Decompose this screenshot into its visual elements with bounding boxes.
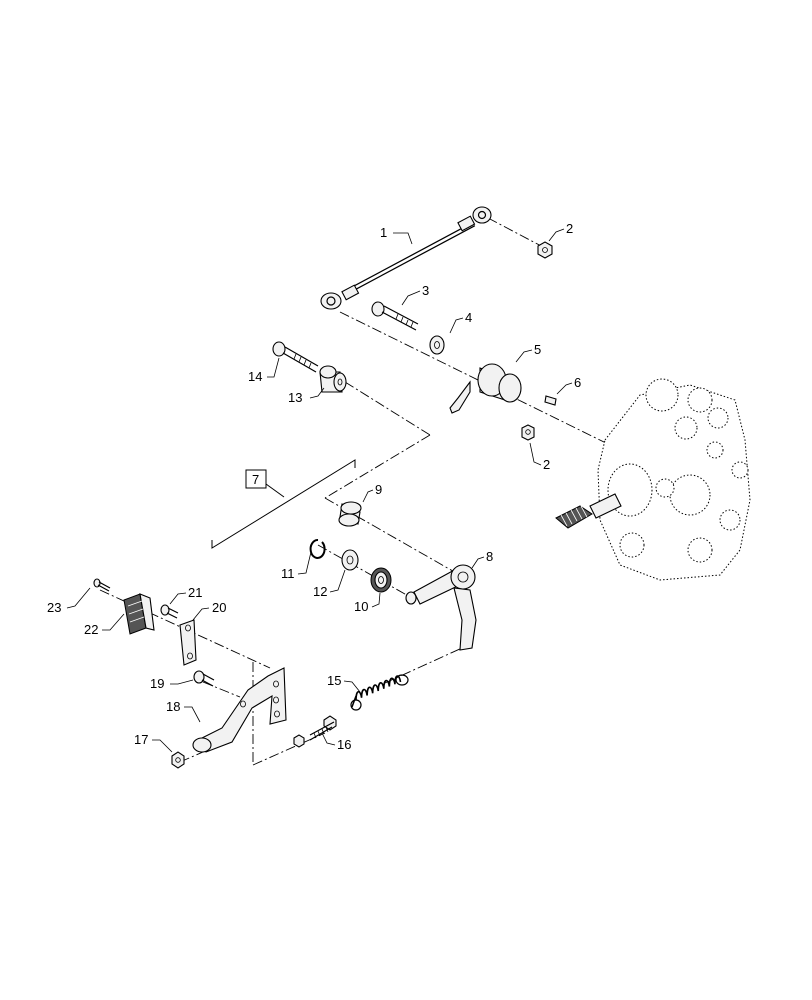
tie-rod-part [320, 206, 492, 310]
callout-17: 17 [134, 732, 148, 747]
nut-lower-part [521, 424, 535, 441]
callout-2-lower: 2 [543, 457, 550, 472]
lever-hub-part [449, 363, 522, 414]
hydrostatic-pump-part [555, 378, 751, 581]
callout-13: 13 [288, 390, 302, 405]
callout-10: 10 [354, 599, 368, 614]
bearing-10-part [370, 567, 392, 593]
callout-14: 14 [248, 369, 262, 384]
key-6-part [544, 395, 557, 406]
callout-21: 21 [188, 585, 202, 600]
bolt-3-part [371, 301, 419, 331]
callout-9: 9 [375, 482, 382, 497]
callout-2-upper: 2 [566, 221, 573, 236]
nut-16-part [293, 734, 305, 748]
washer-12-part [341, 549, 359, 571]
screw-16-part [309, 715, 337, 741]
assembly-lines [99, 217, 611, 766]
spring-15-part [350, 674, 409, 711]
callout-6: 6 [574, 375, 581, 390]
callout-20: 20 [212, 600, 226, 615]
callout-22: 22 [84, 622, 98, 637]
callout-19: 19 [150, 676, 164, 691]
snap-ring-11-part [309, 538, 326, 559]
callout-labels: 1 2 3 4 5 6 2 14 13 9 8 11 12 10 15 16 1… [47, 221, 581, 752]
callout-3: 3 [422, 283, 429, 298]
strap-20-part [179, 619, 197, 666]
bushing-9-part [338, 501, 362, 527]
nut-17-part [171, 751, 185, 769]
assembly-bracket [211, 459, 356, 549]
leader-lines [66, 228, 573, 753]
callout-15: 15 [327, 673, 341, 688]
pedal-lever-part [405, 564, 477, 651]
callout-4: 4 [465, 310, 472, 325]
callout-12: 12 [313, 584, 327, 599]
screw-21-part [160, 604, 179, 619]
callout-5: 5 [534, 342, 541, 357]
switch-bracket-part [192, 667, 287, 753]
callout-1: 1 [380, 225, 387, 240]
callout-16: 16 [337, 737, 351, 752]
callout-8: 8 [486, 549, 493, 564]
callout-7-box: 7 [245, 469, 267, 489]
bolt-19-part [193, 670, 215, 687]
bolt-14-part [272, 341, 319, 373]
callout-23: 23 [47, 600, 61, 615]
switch-22-part [123, 593, 155, 635]
callout-18: 18 [166, 699, 180, 714]
callout-7: 7 [252, 472, 259, 487]
washer-4-part [429, 335, 445, 355]
pin-23-part [93, 578, 111, 592]
nut-upper-part [537, 241, 553, 259]
bushing-13-part [319, 365, 347, 393]
callout-11: 11 [281, 566, 295, 581]
